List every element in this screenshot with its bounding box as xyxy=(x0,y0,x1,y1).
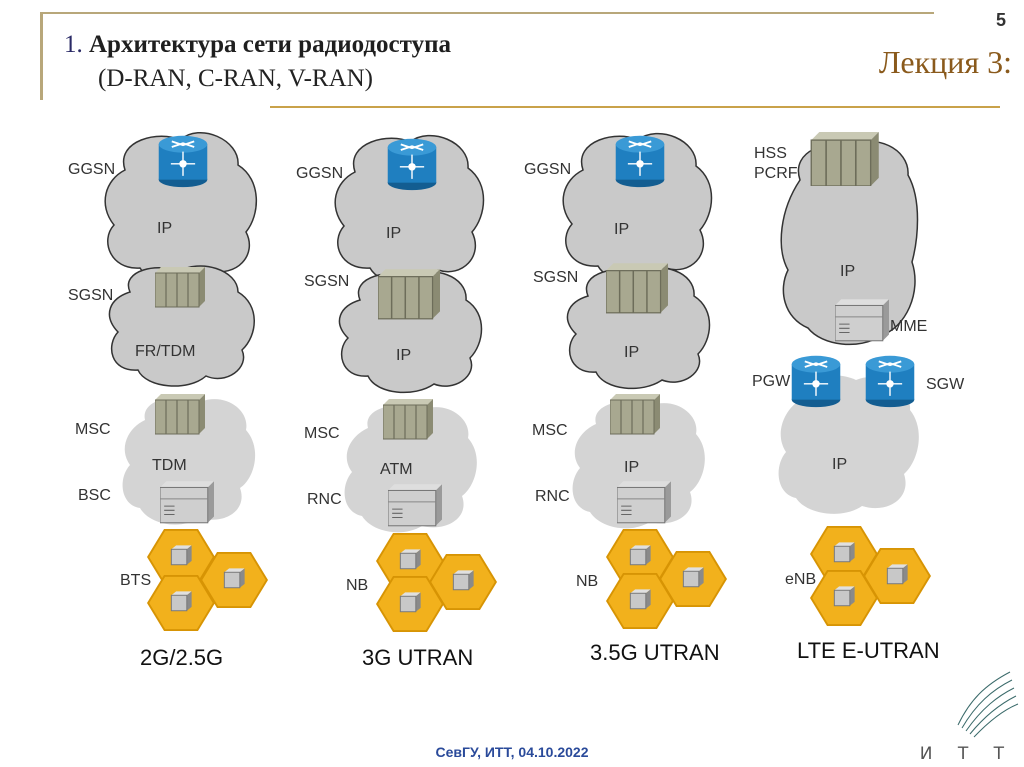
label-sgw: SGW xyxy=(926,376,965,393)
lecture-label: Лекция 3: xyxy=(878,44,1012,80)
label-atm: ATM xyxy=(380,461,413,478)
server-icon xyxy=(617,480,671,524)
caption-2g: 2G/2.5G xyxy=(140,645,223,670)
title-subheading: (D-RAN, C-RAN, V-RAN) xyxy=(98,65,374,92)
title-heading: Архитектура сети радиодоступа xyxy=(89,31,452,58)
switch-icon xyxy=(383,398,433,440)
caption-3-5g: 3.5G UTRAN xyxy=(590,640,720,665)
switch-icon xyxy=(610,393,660,435)
cloud-ip-low xyxy=(778,375,919,514)
label-enb: eNB xyxy=(785,571,816,588)
footer-text: СевГУ, ИТТ, 04.10.2022 xyxy=(435,744,589,760)
brand-letters: И Т Т xyxy=(919,744,1014,764)
cloud-atm xyxy=(344,405,477,533)
switch-icon xyxy=(155,393,205,435)
switch-icon xyxy=(155,266,205,308)
label-mme: MME xyxy=(890,318,927,335)
label-ip: IP xyxy=(386,225,401,242)
label-ggsn: GGSN xyxy=(68,161,115,178)
label-hss: HSS xyxy=(754,145,787,162)
switch-icon xyxy=(378,268,440,320)
label-ip-mid: IP xyxy=(396,347,411,364)
label-bsc: BSC xyxy=(78,487,111,504)
slide-title: 1. Архитектура сети радиодоступа (D-RAN,… xyxy=(64,28,451,96)
label-sgsn: SGSN xyxy=(68,287,113,304)
label-rnc: RNC xyxy=(307,491,342,508)
title-number: 1. xyxy=(64,31,83,58)
label-ip-low: IP xyxy=(832,456,847,473)
server-icon xyxy=(388,483,442,527)
label-ip: IP xyxy=(157,220,172,237)
router-icon xyxy=(864,354,916,409)
frame-top-rule xyxy=(40,12,934,14)
label-rnc: RNC xyxy=(535,488,570,505)
label-ip-low: IP xyxy=(624,459,639,476)
switch-icon xyxy=(606,262,668,314)
label-ip-mid: IP xyxy=(624,344,639,361)
column-2g: GGSN IP SGSN FR/TDM MSC TDM BSC BTS 2G/2… xyxy=(68,131,268,670)
router-icon xyxy=(790,354,842,409)
label-msc: MSC xyxy=(532,422,568,439)
label-fr-tdm: FR/TDM xyxy=(135,343,195,360)
label-msc: MSC xyxy=(75,421,111,438)
label-nb: NB xyxy=(576,573,598,590)
router-icon xyxy=(614,134,666,189)
itt-logo-mark xyxy=(957,671,1019,738)
switch-icon xyxy=(810,132,880,186)
server-icon xyxy=(160,480,214,524)
caption-lte: LTE E-UTRAN xyxy=(797,638,940,663)
router-icon xyxy=(157,134,209,189)
column-3-5g: GGSN IP SGSN IP MSC IP RNC NB 3.5G UTRAN xyxy=(524,132,727,665)
label-pgw: PGW xyxy=(752,373,791,390)
label-tdm: TDM xyxy=(152,457,187,474)
frame-left-rule xyxy=(40,12,43,100)
label-msc: MSC xyxy=(304,425,340,442)
label-ip: IP xyxy=(614,221,629,238)
label-bts: BTS xyxy=(120,572,151,589)
label-nb: NB xyxy=(346,577,368,594)
server-icon xyxy=(835,298,889,342)
column-lte: HSS PCRF IP MME PGW SGW IP eNB LTE E-UTR… xyxy=(752,132,965,663)
frame-bottom-rule xyxy=(270,106,1000,108)
label-sgsn: SGSN xyxy=(304,273,349,290)
column-3g: GGSN IP SGSN IP MSC ATM RNC NB 3G UTRAN xyxy=(296,134,497,670)
router-icon xyxy=(386,137,438,192)
cloud-ip-low xyxy=(572,401,705,529)
label-ggsn: GGSN xyxy=(524,161,571,178)
label-sgsn: SGSN xyxy=(533,269,578,286)
label-pcrf: PCRF xyxy=(754,165,798,182)
page-number: 5 xyxy=(995,10,1006,30)
label-ggsn: GGSN xyxy=(296,165,343,182)
caption-3g: 3G UTRAN xyxy=(362,645,473,670)
label-ip: IP xyxy=(840,263,855,280)
